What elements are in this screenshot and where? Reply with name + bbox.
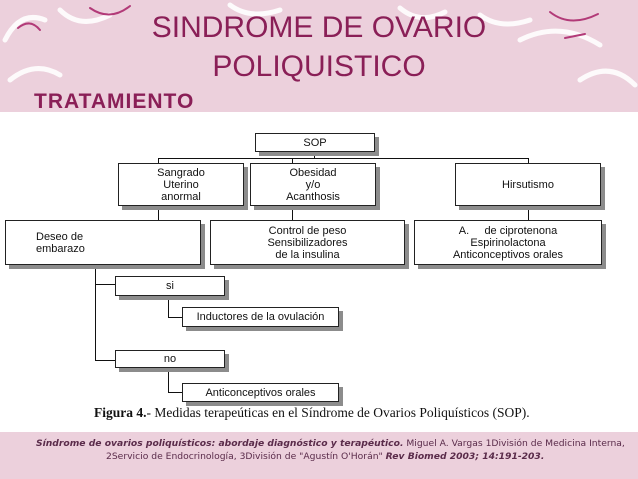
node-inductores-ovulacion: Inductores de la ovulación (182, 307, 339, 327)
connector-si-tx (168, 317, 182, 318)
reference-bar (0, 432, 638, 479)
connector-no-down (168, 368, 169, 393)
connector-root-down (314, 152, 315, 158)
slide-title-line-1: SINDROME DE OVARIO (151, 11, 487, 44)
node-hirsutismo: Hirsutismo (455, 163, 601, 206)
connector-no-tx (168, 392, 182, 393)
connector-sangrado (158, 158, 159, 163)
connector-obesidad-tx (292, 206, 293, 220)
slide-title-line-2: POLIQUISTICO (212, 50, 426, 83)
reference-citation: Síndrome de ovarios poliquísticos: abord… (36, 438, 625, 462)
connector-hirsutismo-tx (528, 206, 529, 220)
connector-hirsutismo (528, 158, 529, 163)
node-ciprotenona-tx: A. de ciprotenona Espirinolactona Antico… (414, 220, 602, 265)
connector-si-down (168, 296, 169, 318)
node-deseo-embarazo: Deseo de embarazo (5, 220, 201, 265)
connector-top-horizontal (158, 158, 529, 159)
section-heading: TRATAMIENTO (34, 90, 195, 113)
connector-sangrado-deseo (158, 206, 159, 220)
node-sangrado-uterino-anormal: Sangrado Uterino anormal (118, 163, 244, 206)
connector-trunk-no (95, 360, 115, 361)
connector-deseo-trunk (95, 265, 96, 361)
figure-caption: Figura 4.- Medidas terapeúticas en el Sí… (94, 405, 530, 420)
node-obesidad-acanthosis: Obesidad y/o Acanthosis (250, 163, 376, 206)
node-anticonceptivos-orales: Anticonceptivos orales (182, 383, 339, 402)
node-control-peso: Control de peso Sensibilizadores de la i… (210, 220, 405, 265)
node-sop: SOP (255, 133, 375, 152)
connector-trunk-si (95, 284, 115, 285)
header-band (0, 0, 638, 112)
decorative-swirls (2, 2, 638, 88)
node-si: si (115, 276, 225, 296)
connector-obesidad (292, 158, 293, 163)
node-no: no (115, 350, 225, 368)
